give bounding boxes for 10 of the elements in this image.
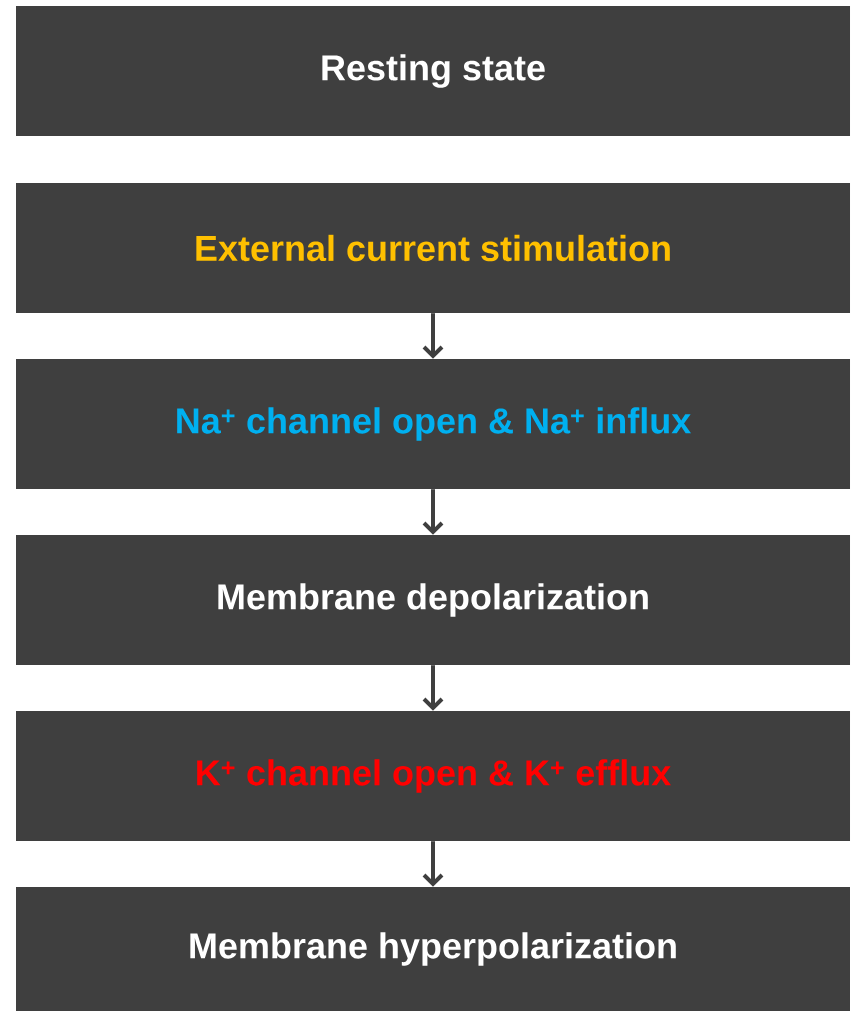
arrow <box>422 313 444 359</box>
arrow <box>422 489 444 535</box>
process-box: Membrane depolarization <box>16 535 850 665</box>
process-box: External current stimulation <box>16 183 850 313</box>
process-box: Na$^{+}$ channel open & Na$^{+}$ influx <box>16 359 850 489</box>
arrow <box>422 665 444 711</box>
process-box: Resting state <box>16 6 850 136</box>
process-box: K$^{+}$ channel open & K$^{+}$ efflux <box>16 711 850 841</box>
arrow <box>422 841 444 887</box>
process-box: Membrane hyperpolarization <box>16 887 850 1011</box>
